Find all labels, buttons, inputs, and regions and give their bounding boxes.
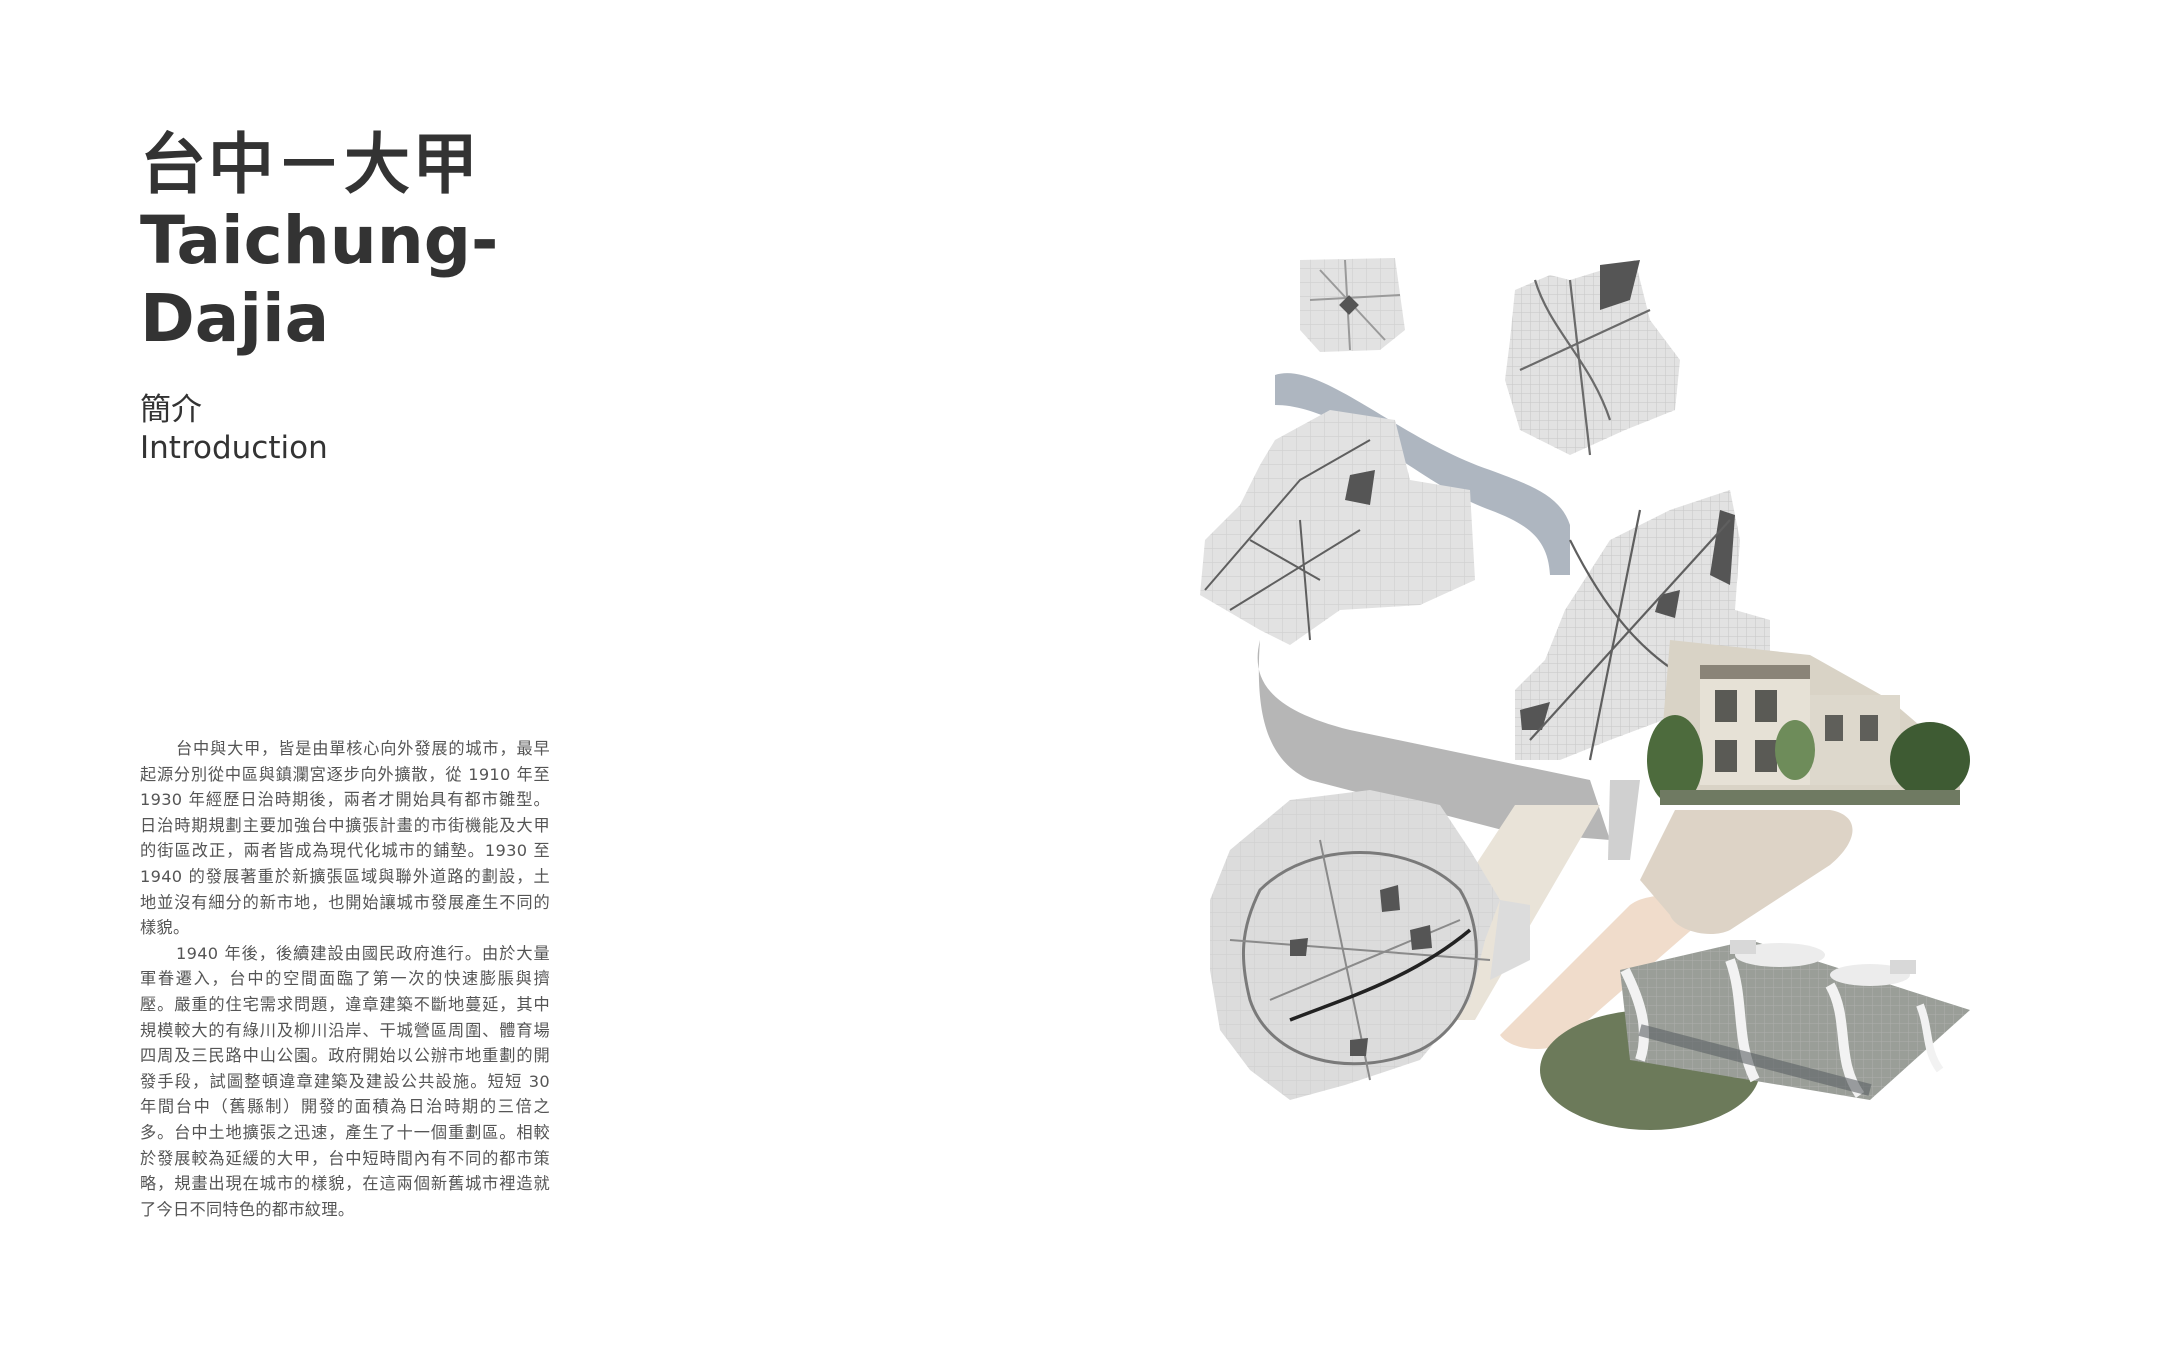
- map-dajia-1910: [1300, 258, 1405, 352]
- peach-band: [1500, 895, 1720, 1050]
- tan-band: [1640, 810, 1853, 935]
- map-taichung-upper: [1505, 260, 1680, 456]
- map-taichung-expansion: [1210, 790, 1530, 1100]
- urban-map-collage: [1200, 258, 1970, 1130]
- paragraph-1: 台中與大甲，皆是由單核心向外發展的城市，最早起源分別從中區與鎮瀾宮逐步向外擴散，…: [140, 739, 550, 938]
- colonial-building-photo: [1647, 640, 1970, 805]
- section-heading-chinese: 簡介: [140, 392, 202, 428]
- modern-building-photo: [1540, 940, 1970, 1130]
- introduction-text: 台中與大甲，皆是由單核心向外發展的城市，最早起源分別從中區與鎮瀾宮逐步向外擴散，…: [140, 736, 550, 1222]
- page-title-chinese: 台中－大甲: [140, 126, 480, 203]
- section-heading-english: Introduction: [140, 429, 328, 466]
- paragraph-2: 1940 年後，後續建設由國民政府進行。由於大量軍眷遷入，台中的空間面臨了第一次…: [140, 943, 550, 1219]
- gray-band-upper: [1257, 640, 1610, 840]
- gray-strip: [1608, 780, 1640, 860]
- map-dajia-1930: [1200, 410, 1475, 645]
- page-title-english-line1: Taichung-: [140, 201, 499, 279]
- title-block: 台中－大甲 Taichung- Dajia: [140, 128, 498, 358]
- section-heading: 簡介 Introduction: [140, 392, 328, 468]
- page-title-english-line2: Dajia: [140, 279, 330, 357]
